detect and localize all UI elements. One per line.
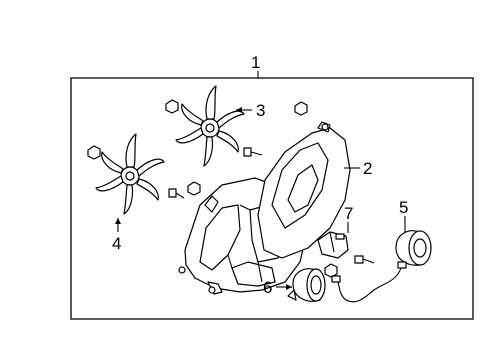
assembly-frame (70, 77, 474, 320)
callout-3: 3 (256, 101, 265, 120)
callout-5: 5 (399, 198, 408, 217)
fan-blade-upper (175, 85, 245, 167)
callout-6: 6 (263, 278, 272, 297)
callout-2: 2 (363, 159, 372, 178)
callout-7: 7 (344, 204, 353, 223)
wiring-harness (335, 267, 402, 303)
fan-motor-left (287, 268, 326, 302)
callout-1: 1 (251, 53, 260, 72)
hardware (87, 99, 375, 278)
fan-motor-right (395, 230, 432, 269)
fan-blade-lower (95, 133, 165, 215)
callout-4: 4 (112, 234, 121, 253)
fan-shroud-rear (257, 121, 351, 259)
fan-resistor (317, 231, 349, 259)
